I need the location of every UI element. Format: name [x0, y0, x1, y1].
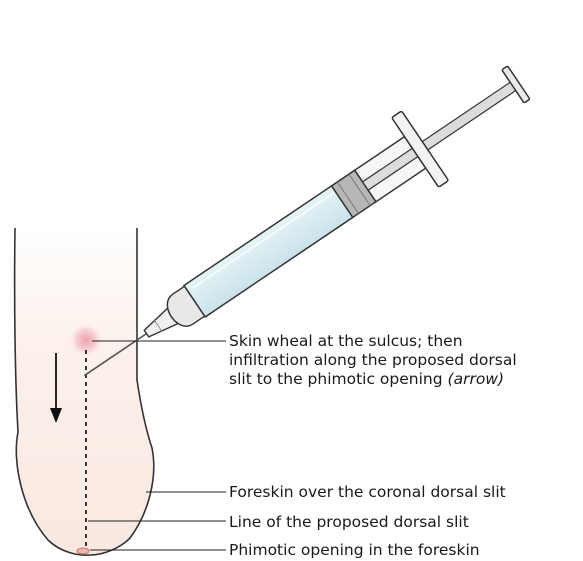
skin-wheal-label: Skin wheal at the sulcus; then infiltrat…: [229, 332, 517, 389]
syringe-barrel-fluid: [184, 186, 353, 317]
foreskin-shape: [15, 228, 154, 555]
skin-wheal-label-arrow-note: (arrow): [448, 370, 505, 388]
dorsal-slit-line-label: Line of the proposed dorsal slit: [229, 513, 469, 532]
skin-wheal-label-line3-text: slit to the phimotic opening: [229, 370, 443, 388]
phimotic-opening-mark: [77, 548, 89, 554]
phimotic-opening-label: Phimotic opening in the foreskin: [229, 541, 480, 560]
skin-wheal-label-line3: slit to the phimotic opening (arrow): [229, 370, 517, 389]
skin-wheal-label-line1: Skin wheal at the sulcus; then: [229, 332, 517, 351]
foreskin-label: Foreskin over the coronal dorsal slit: [229, 483, 506, 502]
skin-wheal-label-line2: infiltration along the proposed dorsal: [229, 351, 517, 370]
